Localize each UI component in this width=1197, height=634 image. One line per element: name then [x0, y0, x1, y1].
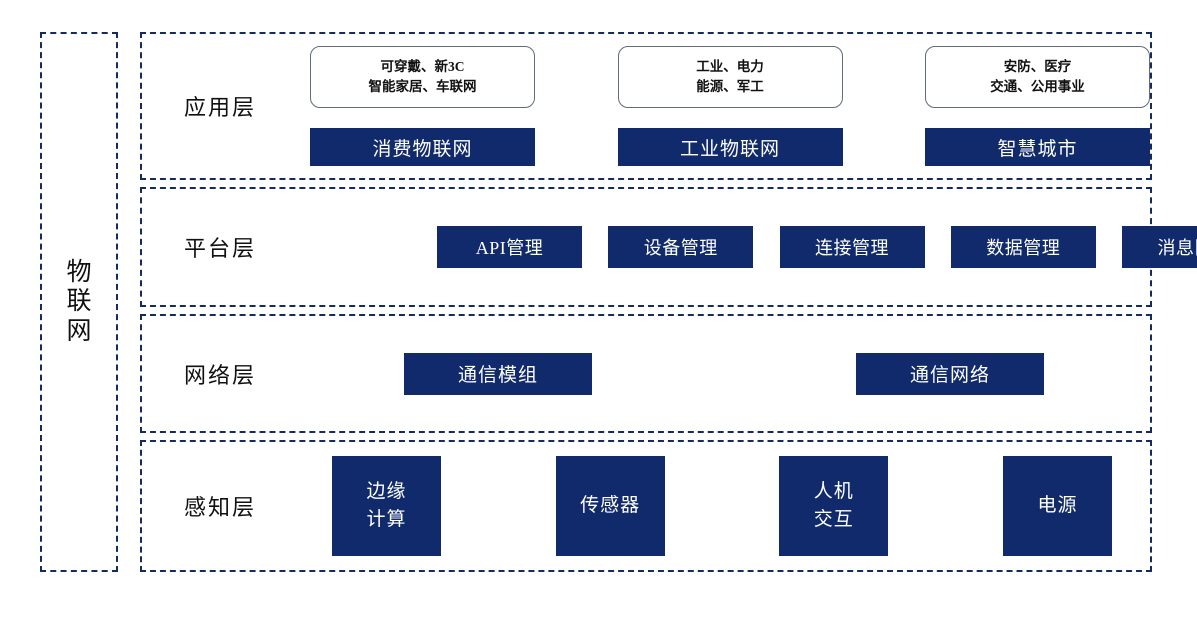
layer-network: 网络层 通信模组 通信网络: [140, 314, 1152, 433]
application-desc-consumer-line1: 可穿戴、新3C: [380, 59, 465, 75]
iot-root-label: 物联网: [66, 258, 92, 345]
perception-chip-edge-computing-line2: 计算: [366, 509, 407, 530]
perception-chip-edge-computing-line1: 边缘: [366, 481, 407, 503]
application-chip-industrial-iot[interactable]: 工业物联网: [617, 128, 843, 166]
application-column-smartcity: 安防、医疗 交通、公用事业 智慧城市: [925, 46, 1150, 166]
application-desc-smartcity-line1: 安防、医疗: [1003, 59, 1072, 75]
application-desc-smartcity: 安防、医疗 交通、公用事业: [925, 46, 1150, 108]
application-desc-consumer-line2: 智能家居、车联网: [368, 79, 477, 94]
layer-application-title: 应用层: [184, 95, 257, 120]
network-chip-row: 通信模组 通信网络: [142, 352, 1150, 395]
application-column-industrial: 工业、电力 能源、军工 工业物联网: [617, 46, 843, 166]
application-column-consumer: 可穿戴、新3C 智能家居、车联网 消费物联网: [310, 46, 535, 166]
layer-platform: 平台层 API管理 设备管理 连接管理 数据管理 消息队列: [140, 187, 1197, 307]
application-desc-consumer: 可穿戴、新3C 智能家居、车联网: [310, 46, 535, 108]
network-chip-communication-network[interactable]: 通信网络: [856, 352, 1044, 395]
platform-chip-data-management[interactable]: 数据管理: [950, 226, 1096, 268]
application-desc-industrial: 工业、电力 能源、军工: [617, 46, 843, 108]
platform-chip-connection-management[interactable]: 连接管理: [779, 226, 925, 268]
perception-chip-human-machine-interaction-line1: 人机: [813, 481, 854, 503]
perception-chip-sensor[interactable]: 传感器: [555, 456, 665, 556]
application-chip-smart-city[interactable]: 智慧城市: [925, 128, 1150, 166]
application-desc-industrial-line2: 能源、军工: [696, 79, 764, 94]
application-columns: 可穿戴、新3C 智能家居、车联网 消费物联网 工业、电力 能源、军工 工业物联网…: [310, 34, 1150, 178]
network-chip-communication-module[interactable]: 通信模组: [404, 352, 592, 395]
layer-application: 应用层 可穿戴、新3C 智能家居、车联网 消费物联网 工业、电力 能源、军工 工…: [140, 32, 1152, 180]
perception-chip-row: 边缘 计算 传感器 人机 交互 电源: [332, 456, 1112, 556]
perception-chip-sensor-line1: 传感器: [580, 495, 641, 517]
application-chip-consumer-iot[interactable]: 消费物联网: [310, 128, 535, 166]
platform-chip-device-management[interactable]: 设备管理: [608, 226, 754, 268]
layer-platform-title: 平台层: [184, 236, 257, 261]
layer-perception-title: 感知层: [184, 495, 257, 520]
perception-chip-human-machine-interaction[interactable]: 人机 交互: [779, 456, 889, 556]
perception-chip-power-supply-line1: 电源: [1037, 495, 1078, 517]
layer-perception: 感知层 边缘 计算 传感器 人机 交互 电源: [140, 440, 1152, 572]
perception-chip-power-supply[interactable]: 电源: [1002, 456, 1112, 556]
iot-root-container: 物联网: [40, 32, 118, 572]
perception-chip-human-machine-interaction-line2: 交互: [813, 509, 854, 530]
application-desc-industrial-line1: 工业、电力: [696, 59, 764, 75]
layer-network-title: 网络层: [184, 362, 257, 388]
platform-chip-api-management[interactable]: API管理: [437, 226, 582, 268]
platform-chip-message-queue[interactable]: 消息队列: [1122, 226, 1197, 268]
perception-chip-edge-computing[interactable]: 边缘 计算: [332, 456, 441, 556]
application-desc-smartcity-line2: 交通、公用事业: [990, 79, 1085, 94]
platform-chip-row: API管理 设备管理 连接管理 数据管理 消息队列: [437, 226, 1197, 268]
